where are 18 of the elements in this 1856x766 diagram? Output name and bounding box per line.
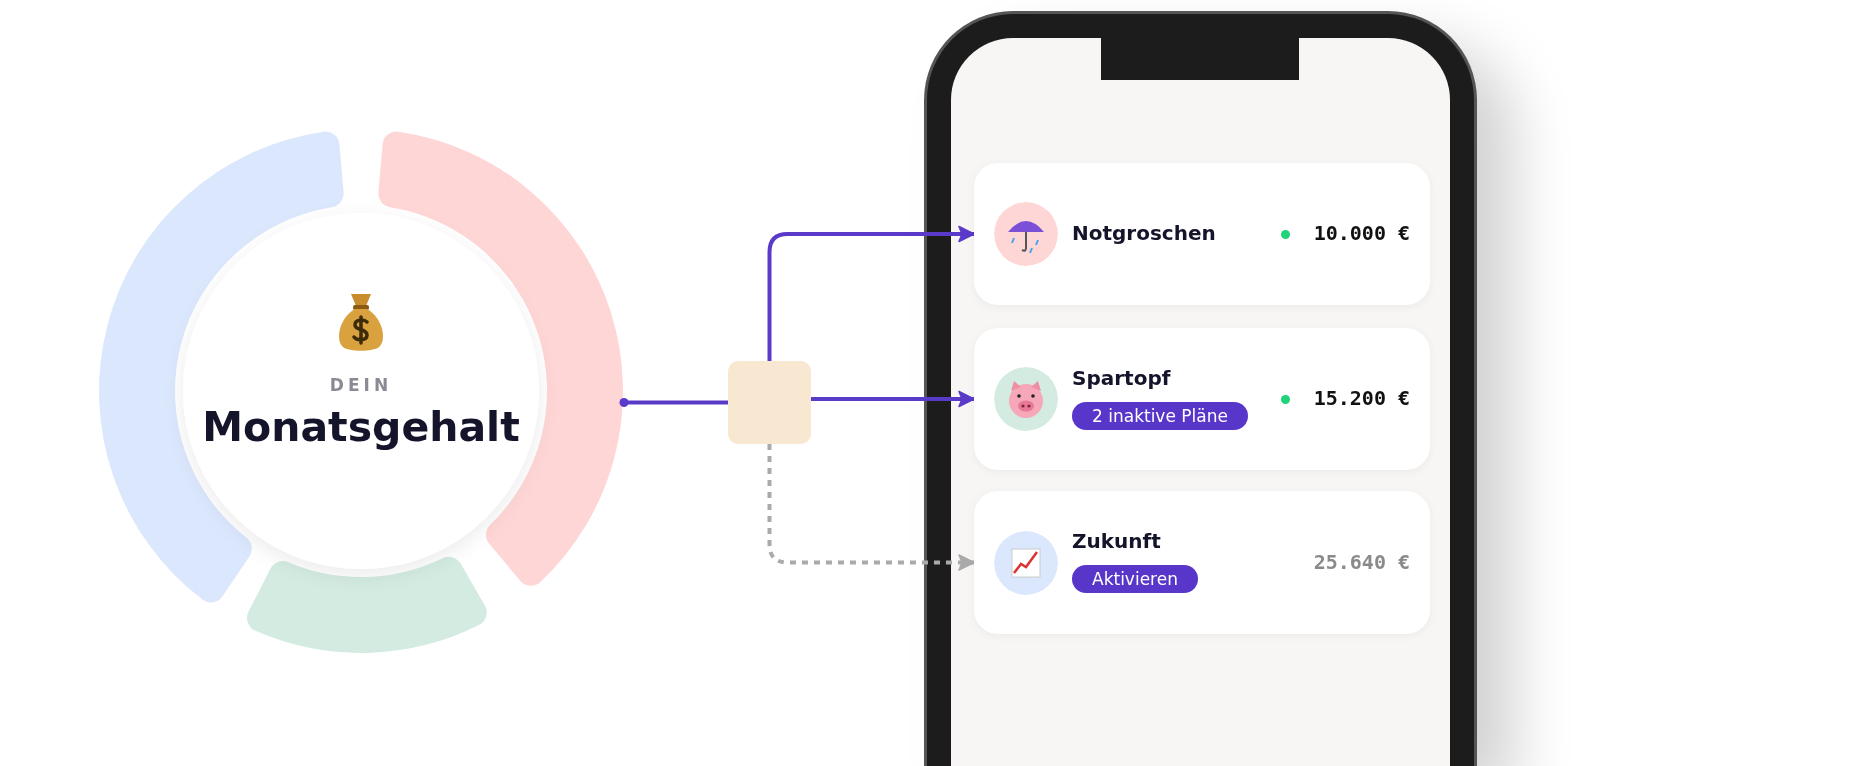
account-name: Spartopf: [1072, 366, 1171, 390]
connector-arrow: [767, 225, 975, 361]
account-name: Zukunft: [1072, 529, 1161, 553]
connector-arrow: [767, 444, 975, 571]
status-badge: 2 inaktive Pläne: [1072, 402, 1248, 430]
subheading: DEIN: [328, 375, 394, 395]
heading: Monatsgehalt: [201, 403, 521, 451]
phone-drawing: [927, 14, 1474, 766]
status-badge: Aktivieren: [1072, 565, 1198, 593]
amount: 25.640 €: [1313, 549, 1410, 574]
account-name: Notgroschen: [1072, 221, 1216, 245]
amount: 15.200 €: [1313, 386, 1410, 410]
junction-tile: [728, 361, 811, 444]
account-card: [974, 328, 1430, 470]
connector-arrow: [811, 390, 975, 408]
amount: 10.000 €: [1313, 221, 1410, 245]
account-card: [974, 491, 1430, 634]
account-card: [974, 163, 1430, 305]
